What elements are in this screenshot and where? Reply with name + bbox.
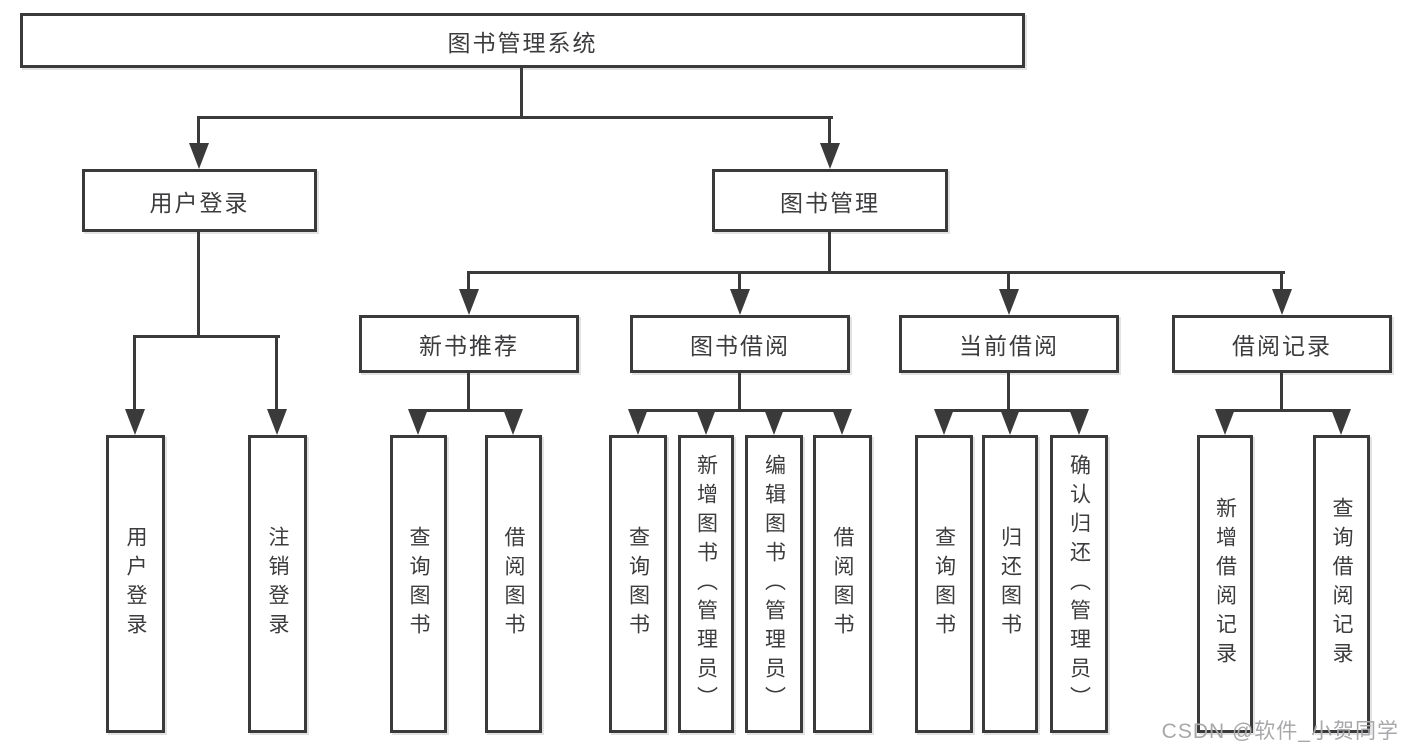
arrowhead-down-icon	[1069, 409, 1089, 435]
connector-line	[133, 335, 136, 412]
connector-line	[1223, 409, 1344, 412]
leaf-confirm-return-admin: 确认归还（管理员）	[1050, 435, 1108, 733]
connector-line	[467, 271, 1285, 274]
leaf-query-book-current: 查询图书	[915, 435, 973, 733]
arrowhead-down-icon	[820, 143, 840, 169]
leaf-return-book: 归还图书	[982, 435, 1038, 733]
node-user-login: 用户登录	[82, 169, 317, 232]
connector-line	[738, 373, 741, 411]
connector-line	[467, 271, 470, 293]
connector-line	[197, 232, 200, 338]
arrowhead-down-icon	[696, 409, 716, 435]
arrowhead-down-icon	[1331, 409, 1351, 435]
leaf-borrow-book-recommend: 借阅图书	[485, 435, 542, 733]
connector-line	[520, 68, 523, 119]
leaf-edit-book-admin: 编辑图书（管理员）	[745, 435, 803, 733]
node-new-book-recommend: 新书推荐	[359, 315, 579, 373]
arrowhead-down-icon	[459, 289, 479, 315]
connector-line	[197, 116, 833, 119]
arrowhead-down-icon	[408, 409, 428, 435]
arrowhead-down-icon	[1272, 289, 1292, 315]
arrowhead-down-icon	[189, 143, 209, 169]
arrowhead-down-icon	[628, 409, 648, 435]
arrowhead-down-icon	[934, 409, 954, 435]
connector-line	[738, 271, 741, 293]
leaf-logout: 注销登录	[248, 435, 307, 733]
leaf-user-login: 用户登录	[106, 435, 165, 733]
node-book-borrow: 图书借阅	[630, 315, 850, 373]
connector-line	[828, 232, 831, 274]
leaf-add-borrow-record: 新增借阅记录	[1197, 435, 1253, 733]
connector-line	[467, 373, 470, 411]
arrowhead-down-icon	[503, 409, 523, 435]
connector-line	[1007, 373, 1010, 411]
arrowhead-down-icon	[125, 409, 145, 435]
connector-line	[1280, 271, 1283, 293]
node-current-borrow: 当前借阅	[899, 315, 1119, 373]
arrowhead-down-icon	[1000, 409, 1020, 435]
leaf-query-borrow-record: 查询借阅记录	[1313, 435, 1370, 733]
csdn-watermark: CSDN @软件_小贺同学	[1161, 720, 1399, 743]
arrowhead-down-icon	[832, 409, 852, 435]
arrowhead-down-icon	[999, 289, 1019, 315]
connector-line	[1007, 271, 1010, 293]
arrowhead-down-icon	[764, 409, 784, 435]
node-library-system: 图书管理系统	[20, 13, 1025, 68]
connector-line	[828, 116, 831, 146]
arrowhead-down-icon	[267, 409, 287, 435]
connector-line	[275, 335, 278, 412]
leaf-borrow-book: 借阅图书	[813, 435, 872, 733]
arrowhead-down-icon	[730, 289, 750, 315]
connector-line	[1280, 373, 1283, 411]
leaf-add-book-admin: 新增图书（管理员）	[678, 435, 734, 733]
connector-line	[416, 409, 516, 412]
leaf-query-book-borrow: 查询图书	[609, 435, 667, 733]
leaf-query-book-recommend: 查询图书	[390, 435, 447, 733]
connector-line	[133, 335, 280, 338]
node-book-management: 图书管理	[712, 169, 948, 232]
node-borrow-record: 借阅记录	[1172, 315, 1392, 373]
arrowhead-down-icon	[1215, 409, 1235, 435]
connector-line	[197, 116, 200, 146]
